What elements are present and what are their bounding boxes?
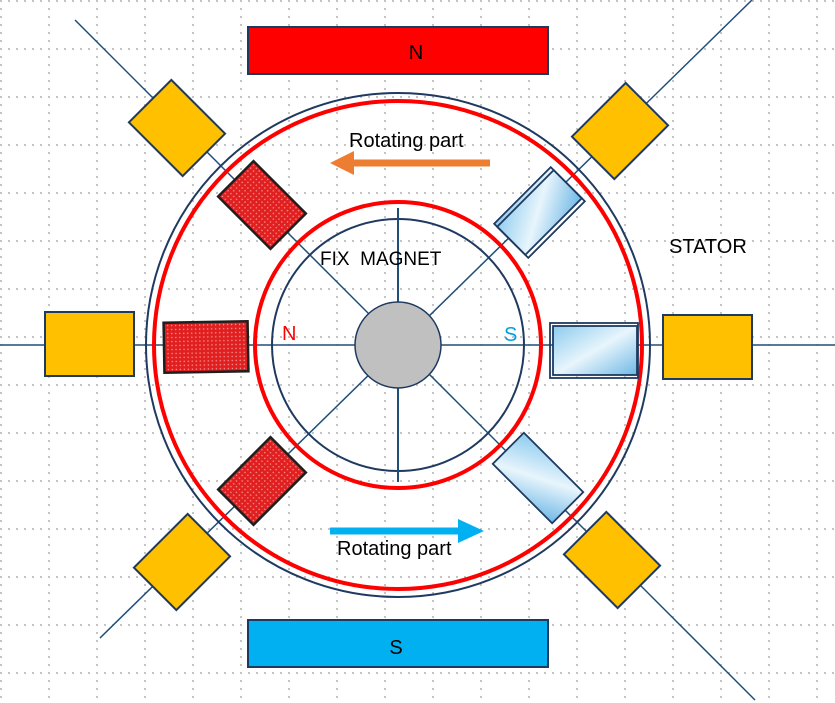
bottom-south-magnet-label: S bbox=[389, 637, 402, 659]
rotor-pole-blue-lower bbox=[491, 431, 585, 525]
rotating-part-top-label: Rotating part bbox=[349, 130, 464, 152]
rotating-part-bottom-label: Rotating part bbox=[337, 538, 452, 560]
rotor-pole-blue-upper-edge bbox=[495, 168, 587, 260]
arrow-bottom-rightward bbox=[330, 519, 484, 543]
stator-coil-bottom-left bbox=[132, 512, 232, 612]
stator-coil-top-right bbox=[570, 81, 670, 181]
rotor-red-poles bbox=[162, 159, 308, 527]
stator-coil-left bbox=[44, 311, 135, 377]
stator-coil-top-left bbox=[127, 78, 227, 178]
rotor-pole-red-upper bbox=[216, 159, 308, 251]
stator-coil-bottom-right bbox=[562, 510, 662, 610]
rotor-pole-blue-middle bbox=[552, 325, 638, 376]
rotor-outer-ring bbox=[152, 99, 644, 591]
stator-coil-right bbox=[662, 314, 753, 380]
top-north-magnet bbox=[247, 26, 549, 75]
stator-label: STATOR bbox=[669, 236, 747, 258]
rotor-inner-ring bbox=[253, 200, 543, 490]
rotor-pole-red-lower bbox=[216, 435, 308, 527]
inner-north-label: N bbox=[282, 323, 296, 345]
inner-south-label: S bbox=[504, 324, 517, 346]
arrow-top-leftward bbox=[330, 151, 490, 175]
rotor-blue-poles bbox=[491, 165, 639, 525]
stator-coils bbox=[44, 78, 753, 612]
rotor-pole-blue-middle-edge bbox=[549, 322, 639, 379]
top-north-magnet-label: N bbox=[409, 42, 423, 64]
fix-magnet-label: FIX MAGNET bbox=[320, 249, 442, 270]
bottom-south-magnet bbox=[247, 619, 549, 668]
rotor-pole-red-middle bbox=[162, 319, 250, 375]
center-hub bbox=[354, 301, 442, 389]
stator-outer-ring bbox=[145, 92, 651, 598]
